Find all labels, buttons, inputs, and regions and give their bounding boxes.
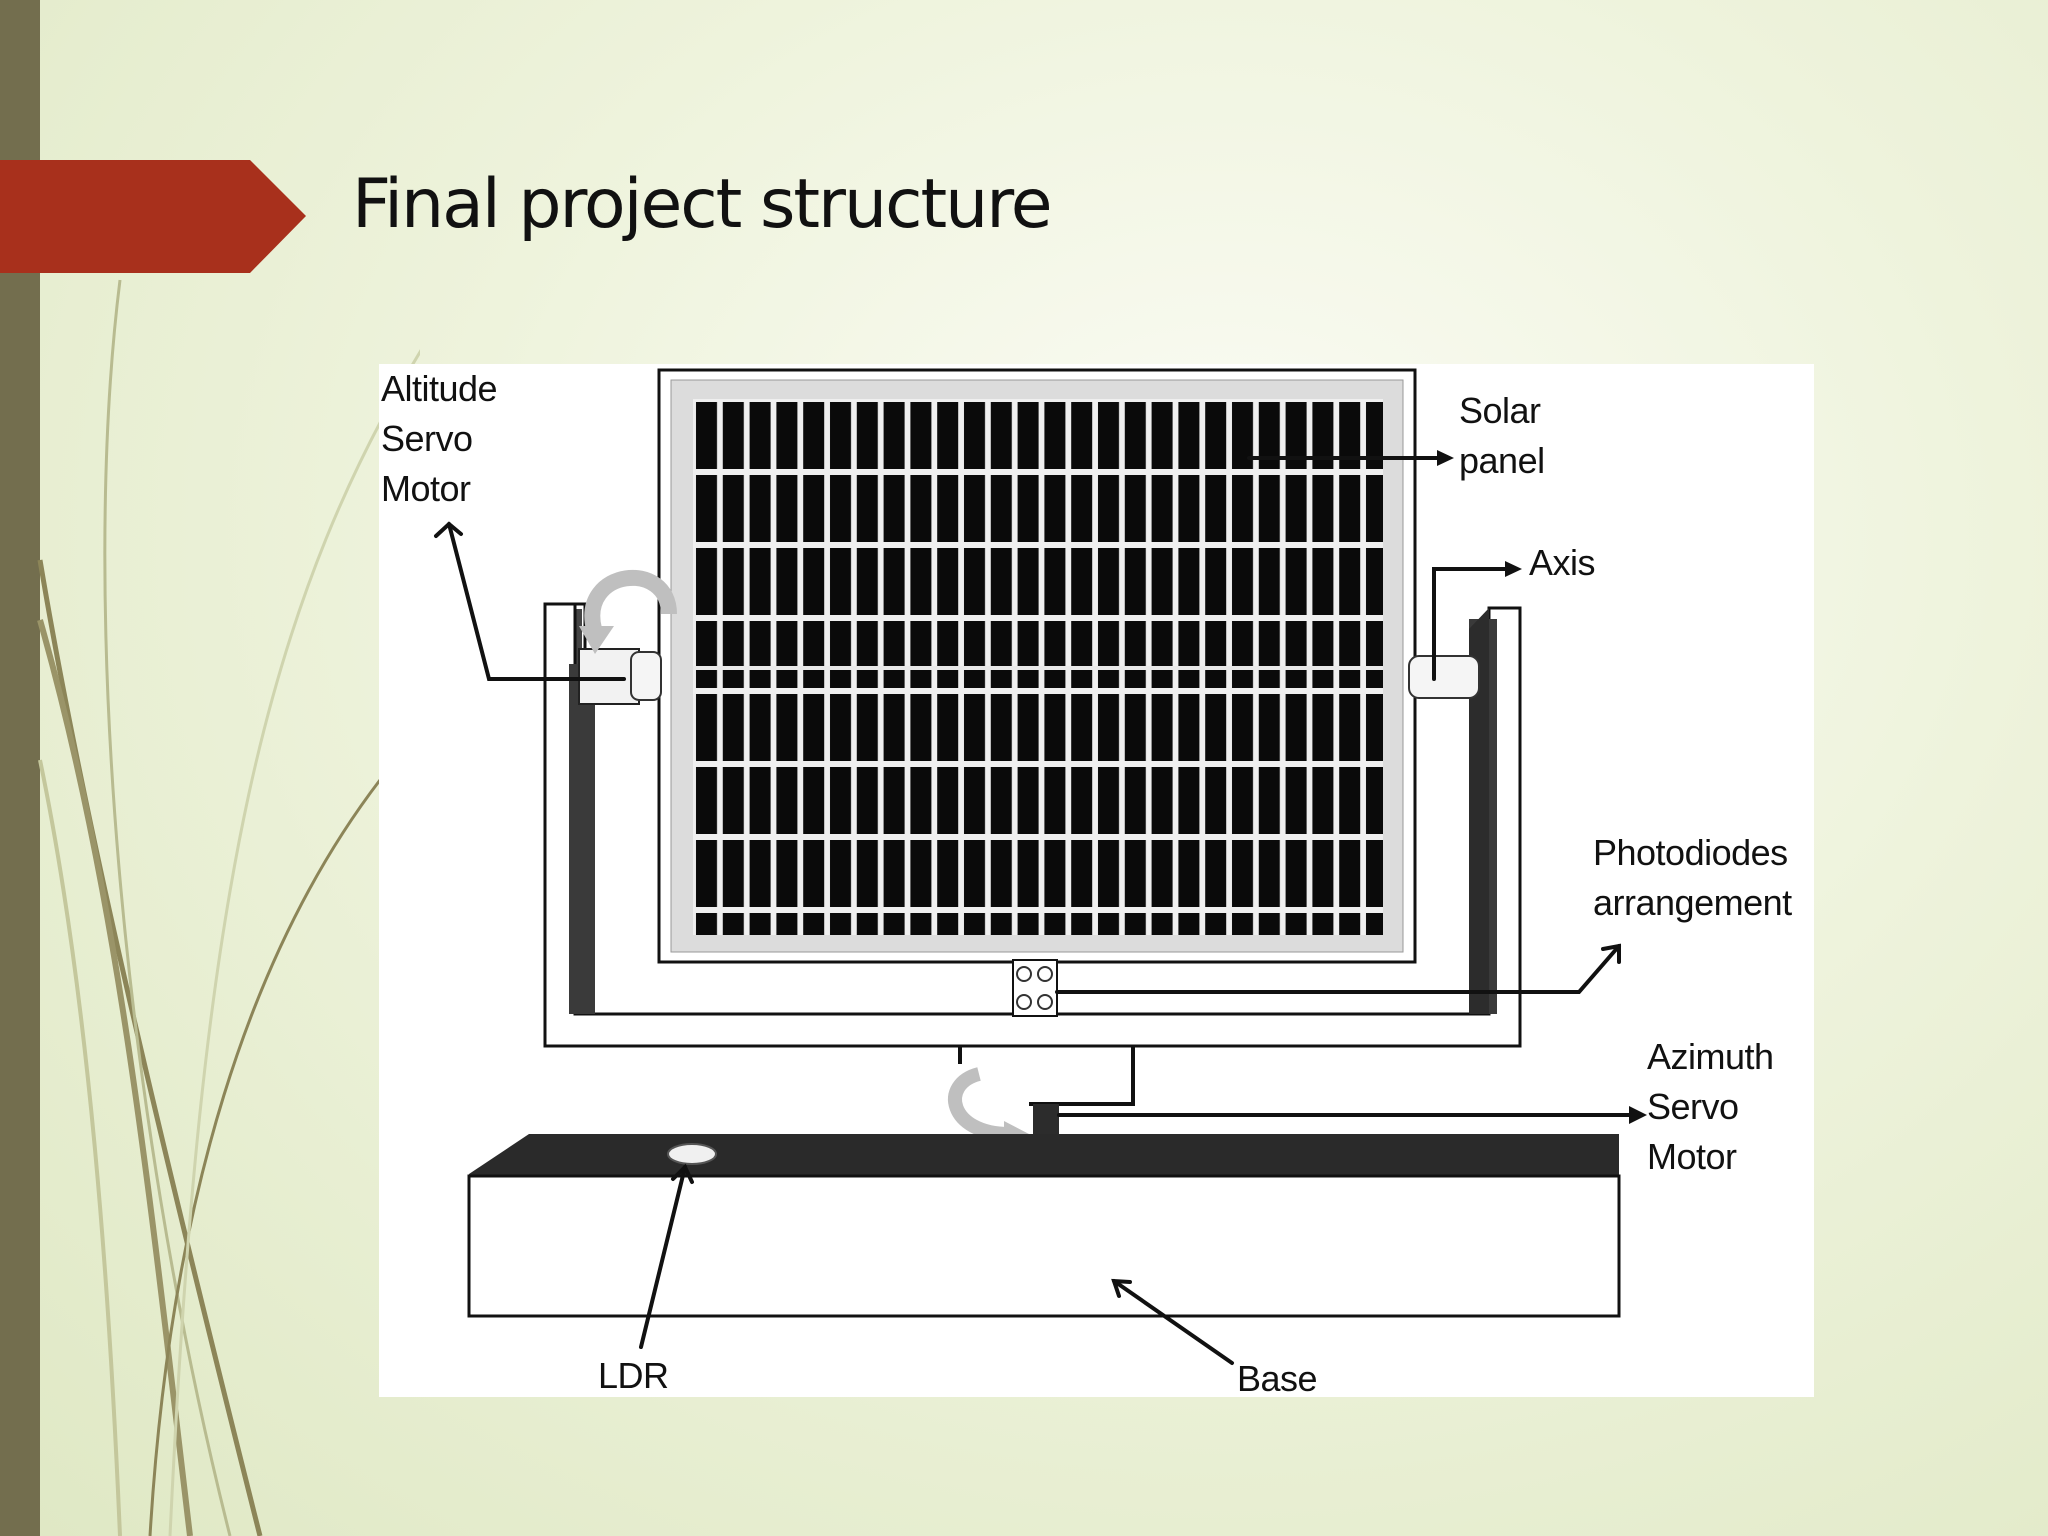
label-solar-panel: Solar panel	[1459, 390, 1545, 481]
axis-axle-drawing	[1408, 655, 1480, 699]
title-accent-arrow	[0, 160, 306, 273]
azimuth-servo-drawing	[948, 1046, 1135, 1147]
solar-tracker-diagram: Altitude Servo Motor Solar panel Axis Ph…	[379, 364, 1814, 1399]
label-azimuth-servo-motor: Azimuth Servo Motor	[1647, 1036, 1774, 1177]
label-altitude-servo-motor: Altitude Servo Motor	[381, 368, 498, 509]
altitude-servo-drawing	[578, 569, 677, 705]
slide-title: Final project structure	[352, 165, 1053, 244]
photodiodes-drawing	[1012, 959, 1058, 1017]
decorative-swoosh-lines	[37, 279, 420, 1536]
label-ldr: LDR	[598, 1355, 669, 1396]
label-base: Base	[1237, 1358, 1318, 1399]
diagram-drawing	[434, 368, 1647, 1365]
leader-arrows	[434, 450, 1647, 1365]
base-drawing	[467, 1134, 1621, 1318]
frame	[543, 602, 1522, 1360]
label-axis: Axis	[1529, 542, 1596, 583]
label-photodiodes-arrangement: Photodiodes arrangement	[1593, 832, 1792, 923]
solar-panel-drawing	[657, 368, 1417, 964]
